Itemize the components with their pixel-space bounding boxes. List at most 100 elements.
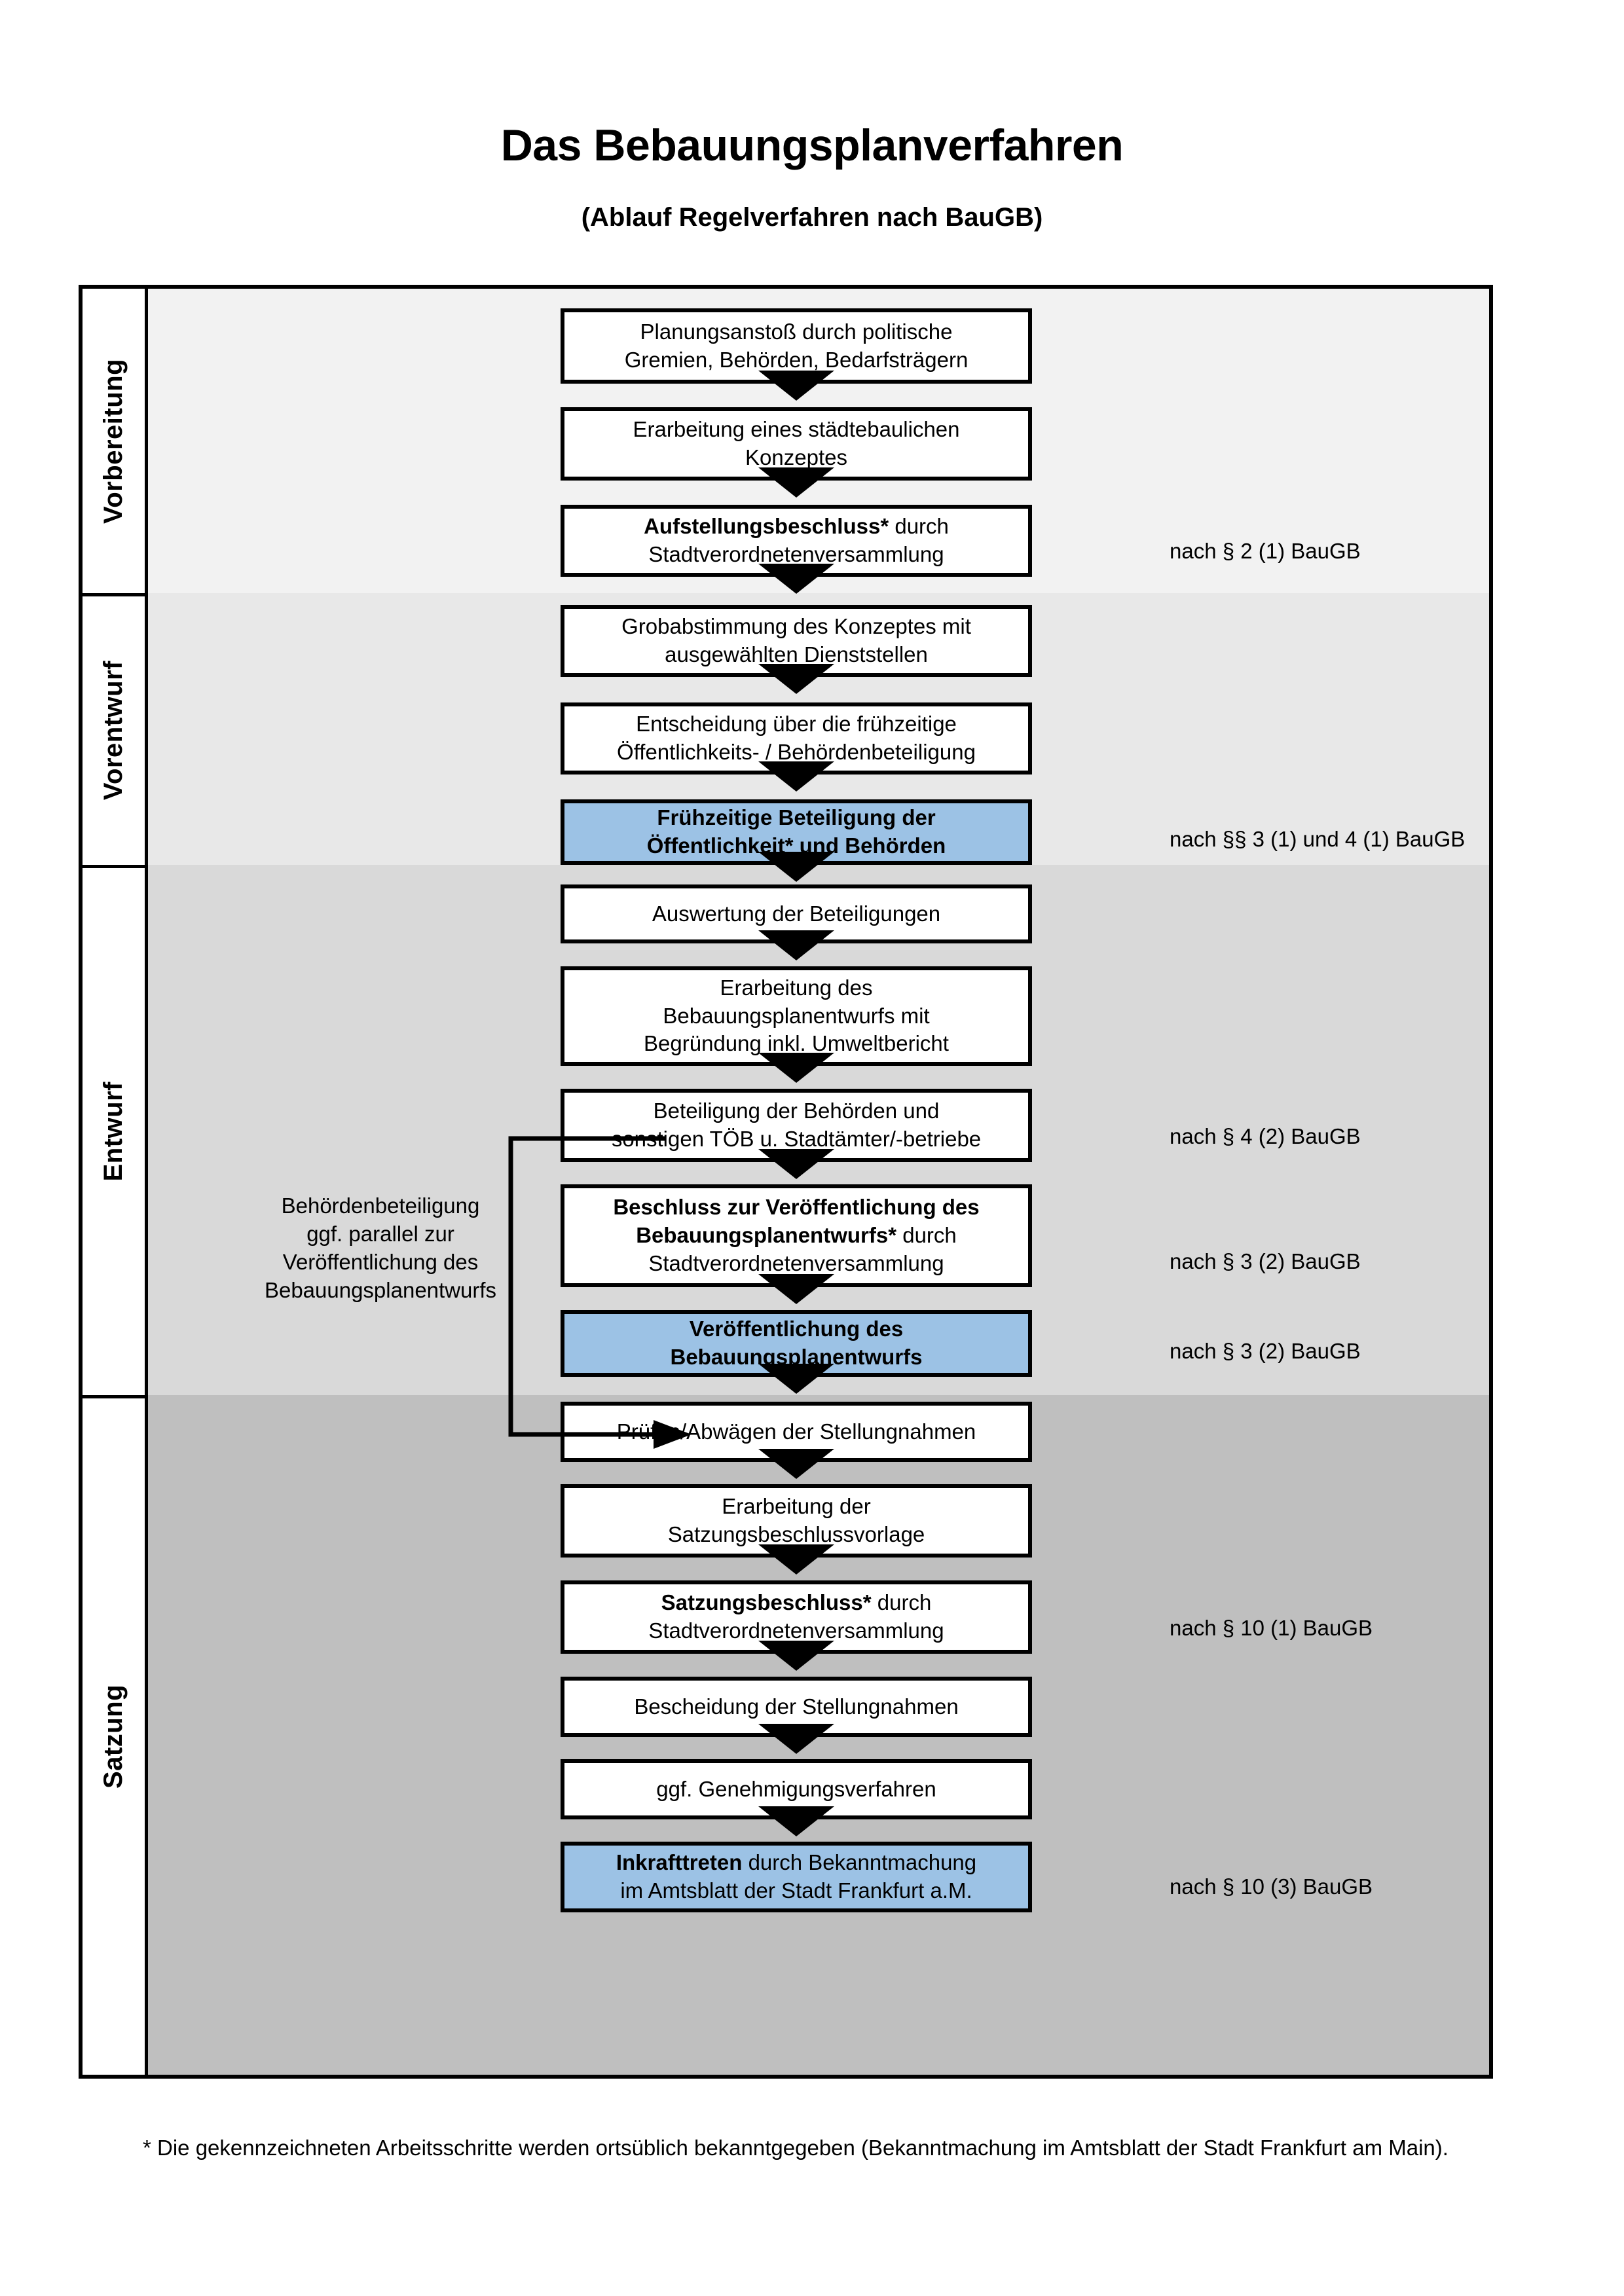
flow-arrow-entscheidung-fruehzeitig-to-fruehzeitige-beteiligung xyxy=(758,761,834,792)
side-note-line: Veröffentlichung des xyxy=(282,1249,479,1274)
flow-step-line: Erarbeitung eines städtebaulichen xyxy=(633,416,959,444)
flow-step-line-suffix: durch xyxy=(889,514,949,539)
flow-step-line-main: Beteiligung der Behörden und xyxy=(653,1099,940,1123)
flow-step-line-main: Frühzeitige Beteiligung der xyxy=(657,805,936,830)
flow-step-line: Entscheidung über die frühzeitige xyxy=(617,710,976,738)
flow-step-line: Veröffentlichung des xyxy=(670,1315,922,1343)
flow-step-line: Öffentlichkeits- / Behördenbeteiligung xyxy=(617,738,976,767)
flow-step-line: Satzungsbeschlussvorlage xyxy=(668,1521,925,1549)
flow-step-line: Beschluss zur Veröffentlichung des xyxy=(613,1194,979,1222)
flow-step-line-suffix: durch xyxy=(896,1223,957,1248)
phase-label-vorentwurf: Vorentwurf xyxy=(83,593,145,865)
flow-step-text: ggf. Genehmigungsverfahren xyxy=(650,1776,942,1804)
flow-arrow-genehmigungsverfahren-to-inkrafttreten xyxy=(758,1806,834,1836)
phase-label-text: Vorbereitung xyxy=(99,358,128,524)
flow-arrow-aufstellungsbeschluss-to-grobabstimmung xyxy=(758,564,834,594)
flow-arrow-planungsanstoss-to-konzept xyxy=(758,371,834,401)
flow-step-line-main: Auswertung der Beteiligungen xyxy=(652,901,941,926)
phase-label-text: Entwurf xyxy=(99,1082,128,1182)
side-note-line: Bebauungsplanentwurfs xyxy=(264,1277,497,1302)
flow-step-line: Beteiligung der Behörden und xyxy=(612,1097,981,1125)
flow-arrow-bescheidung-to-genehmigungsverfahren xyxy=(758,1724,834,1754)
flow-step-line-main: im Amtsblatt der Stadt Frankfurt a.M. xyxy=(620,1878,972,1903)
flow-step-line-main: Beschluss zur Veröffentlichung des xyxy=(613,1195,980,1220)
flow-step-line: Stadtverordnetenversammlung xyxy=(613,1250,979,1278)
flow-step-line: im Amtsblatt der Stadt Frankfurt a.M. xyxy=(616,1877,976,1905)
legal-reference-ref-3: nach § 4 (2) BauGB xyxy=(1170,1124,1361,1148)
flow-step-pruefen-abwaegen[interactable]: Prüfen/Abwägen der Stellungnahmen xyxy=(561,1402,1032,1462)
flow-step-line-main: Grobabstimmung des Konzeptes mit xyxy=(621,614,971,639)
flow-step-line: Aufstellungsbeschluss* durch xyxy=(644,513,949,541)
flow-arrow-konzept-to-aufstellungsbeschluss xyxy=(758,467,834,498)
flow-step-line: Bescheidung der Stellungnahmen xyxy=(634,1693,958,1721)
flow-arrow-auswertung-to-erarbeitung-entwurf xyxy=(758,930,834,960)
flow-step-line: Frühzeitige Beteiligung der xyxy=(647,804,946,832)
flow-step-line-main: Bescheidung der Stellungnahmen xyxy=(634,1694,959,1719)
page-subtitle: (Ablauf Regelverfahren nach BauGB) xyxy=(581,202,1043,232)
flow-step-line: Konzeptes xyxy=(633,444,959,472)
flow-step-line-suffix: durch Bekanntmachung xyxy=(742,1850,977,1875)
flow-arrow-beteiligung-behoerden-to-beschluss-veroeffentlichung xyxy=(758,1149,834,1179)
flow-step-line: Auswertung der Beteiligungen xyxy=(652,900,940,928)
flow-step-line-main: Erarbeitung der xyxy=(722,1494,871,1519)
flow-step-line: Erarbeitung des xyxy=(644,974,949,1002)
flow-arrow-beschluss-veroeffentlichung-to-veroeffentlichung xyxy=(758,1274,834,1304)
page-title: Das Bebauungsplanverfahren xyxy=(500,120,1124,170)
footnote: * Die gekennzeichneten Arbeitsschritte w… xyxy=(143,2136,1449,2160)
flow-step-line: Stadtverordnetenversammlung xyxy=(644,541,949,569)
flow-arrow-erarbeitung-entwurf-to-beteiligung-behoerden xyxy=(758,1053,834,1083)
flow-step-line: Begründung inkl. Umweltbericht xyxy=(644,1030,949,1058)
flow-step-line: Planungsanstoß durch politische xyxy=(625,318,969,346)
flow-step-line: Bebauungsplanentwurfs mit xyxy=(644,1002,949,1030)
flow-step-line-main: Begründung inkl. Umweltbericht xyxy=(644,1031,949,1056)
legal-reference-ref-2: nach §§ 3 (1) und 4 (1) BauGB xyxy=(1170,827,1466,851)
side-note-line: Behördenbeteiligung xyxy=(281,1194,480,1218)
flow-step-line: Bebauungsplanentwurfs* durch xyxy=(613,1222,979,1250)
flow-step-line-main: Stadtverordnetenversammlung xyxy=(648,1250,944,1275)
flow-step-line-main: Konzeptes xyxy=(745,445,847,469)
legal-reference-ref-4: nach § 3 (2) BauGB xyxy=(1170,1249,1361,1273)
phase-label-satzung: Satzung xyxy=(83,1395,145,2075)
flow-step-line: Erarbeitung der xyxy=(668,1493,925,1521)
flow-arrow-satzungsbeschlussvorlage-to-satzungsbeschluss xyxy=(758,1544,834,1575)
flow-step-line: ausgewählten Dienststellen xyxy=(621,641,971,669)
phase-label-text: Satzung xyxy=(99,1684,128,1789)
flow-step-line-main: Erarbeitung eines städtebaulichen xyxy=(633,417,960,442)
flow-step-line-main: Aufstellungsbeschluss* xyxy=(644,514,889,539)
flow-step-line-main: Inkrafttreten xyxy=(616,1850,743,1875)
phase-label-text: Vorentwurf xyxy=(99,661,128,801)
phase-label-entwurf: Entwurf xyxy=(83,865,145,1395)
flow-step-line-main: Bebauungsplanentwurfs mit xyxy=(663,1003,930,1028)
flow-step-line-main: Stadtverordnetenversammlung xyxy=(648,1618,944,1643)
flow-arrow-satzungsbeschluss-to-bescheidung xyxy=(758,1641,834,1671)
flow-step-line-main: Erarbeitung des xyxy=(720,975,873,1000)
flow-step-line-main: Planungsanstoß durch politische xyxy=(640,319,953,344)
flow-step-line-main: Stadtverordnetenversammlung xyxy=(648,542,944,566)
flow-arrow-pruefen-abwaegen-to-satzungsbeschlussvorlage xyxy=(758,1449,834,1479)
flow-step-text: Bescheidung der Stellungnahmen xyxy=(627,1693,965,1721)
flow-step-line-main: Satzungsbeschluss* xyxy=(661,1590,872,1615)
flow-step-line: sonstigen TÖB u. Stadtämter/-betriebe xyxy=(612,1125,981,1154)
legal-reference-ref-7: nach § 10 (3) BauGB xyxy=(1170,1874,1373,1899)
flow-step-line: Inkrafttreten durch Bekanntmachung xyxy=(616,1849,976,1877)
flow-arrow-veroeffentlichung-to-pruefen-abwaegen xyxy=(758,1364,834,1394)
flow-step-line: Satzungsbeschluss* durch xyxy=(648,1589,944,1617)
flow-step-line-main: Bebauungsplanentwurfs* xyxy=(636,1223,897,1248)
flow-step-line: Grobabstimmung des Konzeptes mit xyxy=(621,613,971,641)
